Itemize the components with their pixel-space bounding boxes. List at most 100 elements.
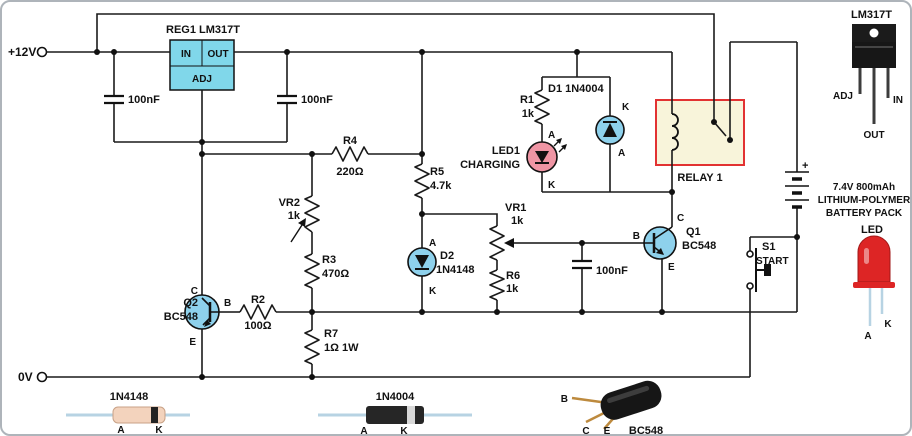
junction [309,309,315,315]
q2-emitter-arrow [204,320,211,327]
label-lm317-title: LM317T [851,9,892,21]
label-q1-part: BC548 [682,240,716,252]
label-d4148-title: 1N4148 [110,391,149,403]
label-0v: 0V [18,370,33,384]
battery-short-plates [792,177,802,209]
labels: +12V 0V REG1 LM317T IN OUT ADJ 100nF 100… [8,9,910,436]
relay-contact-no [727,137,733,143]
wire-path [46,13,798,378]
label-s1-ref: S1 [762,241,775,253]
junction [199,151,205,157]
relay-contact-common [711,119,717,125]
label-bc548-c: C [582,426,589,436]
label-battery-plus: + [802,160,808,172]
label-bc548-e: E [604,426,611,436]
lm317-legs [858,68,890,124]
junction [419,309,425,315]
label-d4004-title: 1N4004 [376,391,415,403]
label-led1-ref: LED1 [492,145,520,157]
label-s1-caption: START [756,256,789,267]
d2-triangle [415,255,429,268]
label-q2-c: C [191,286,198,297]
s1-button-cap [764,264,771,276]
label-r7-val: 1Ω 1W [324,342,359,354]
label-r4-val: 220Ω [336,166,363,178]
junction [309,374,315,380]
label-lm317-out: OUT [863,130,884,141]
label-lm317-in: IN [893,95,903,106]
label-q2-part: BC548 [164,311,198,323]
led-leads [868,288,884,326]
label-led1-k: K [548,180,556,191]
resistor-zigzags [239,89,550,365]
label-lm317-adj: ADJ [833,91,853,102]
label-r3-ref: R3 [322,254,336,266]
d1-triangle [603,123,617,137]
resistor-bodies [239,89,550,365]
led1-arrowhead-2 [561,144,567,150]
label-vr2-val: 1k [288,210,301,222]
label-vr1-val: 1k [511,215,524,227]
label-d2-part: 1N4148 [436,264,475,276]
label-bc548-b: B [561,394,568,405]
capacitor-plates [104,94,592,270]
lm317-tab-hole [869,28,879,38]
label-battery-line1: 7.4V 800mAh [833,182,895,193]
label-d1: D1 1N4004 [548,83,605,95]
label-q2-e: E [189,337,196,348]
label-d1-k: K [622,102,630,113]
label-led-a: A [864,331,871,342]
label-r6-val: 1k [506,283,519,295]
label-r5-val: 4.7k [430,180,452,192]
label-r3-val: 470Ω [322,268,349,280]
bc548-body [600,380,662,420]
junction [494,309,500,315]
junction [419,49,425,55]
label-r2-val: 100Ω [244,320,271,332]
junction [284,49,290,55]
junction [419,211,425,217]
regulator-dividers [170,40,234,67]
label-d4148-a: A [117,425,124,436]
s1-terminal-top [746,250,754,258]
d4004-body [366,406,424,424]
lm317-body [852,42,896,68]
q1-emitter-arrow [656,248,664,255]
label-r2-ref: R2 [251,294,265,306]
d4004-cathode-band [407,406,415,424]
label-r1-ref: R1 [520,94,534,106]
label-c1: 100nF [128,94,160,106]
label-r1-val: 1k [522,108,535,120]
junction [574,49,580,55]
junction [659,309,665,315]
battery-long-plates [785,171,809,201]
label-vr1-ref: VR1 [505,202,526,214]
terminal-12v [36,46,48,58]
vr1-wiper-arrow [504,238,514,248]
vr2-wiper-line [290,224,303,243]
label-bc548-title: BC548 [629,425,663,436]
label-q1-c: C [677,213,684,224]
label-d4004-a: A [360,426,367,436]
label-plus12v: +12V [8,45,36,59]
label-q1-b: B [633,231,640,242]
junction [579,240,585,246]
label-relay: RELAY 1 [677,172,722,184]
label-d2-k: K [429,286,437,297]
label-d2-a: A [429,238,436,249]
label-led-title: LED [861,224,883,236]
junction [94,49,100,55]
label-c3: 100nF [596,265,628,277]
junction [111,49,117,55]
label-led1-a: A [548,130,555,141]
wires [46,13,798,378]
label-reg-in: IN [181,49,191,60]
label-vr2-ref: VR2 [279,197,300,209]
label-r7-ref: R7 [324,328,338,340]
label-battery-line3: BATTERY PACK [826,208,903,219]
led-sheen [864,248,869,264]
label-led-k: K [884,319,892,330]
led1-arrowhead-1 [556,138,562,144]
